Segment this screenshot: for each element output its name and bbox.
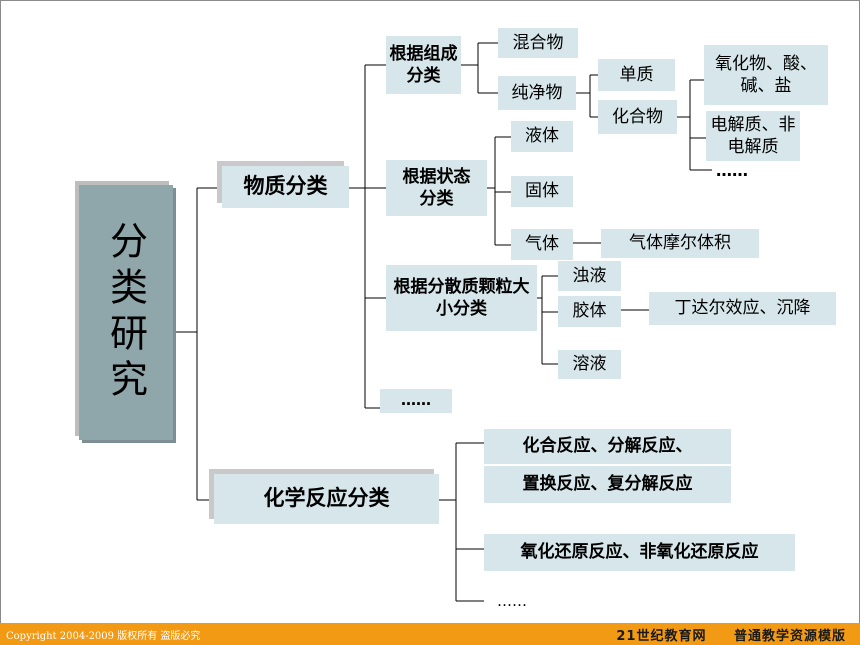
oxide-acid-base-salt-node: 氧化物、酸、碱、盐 [704, 45, 828, 105]
mixture-node: 混合物 [498, 28, 578, 58]
compound-more-text: …… [716, 161, 748, 180]
turbid-liquid-node: 浊液 [558, 261, 621, 291]
liquid-node: 液体 [511, 121, 573, 152]
matter-more-node: …… [380, 389, 452, 413]
pure-substance-node: 纯净物 [498, 76, 576, 110]
basic-reactions-line1-node: 化合反应、分解反应、 [484, 429, 731, 464]
electrolyte-node: 电解质、非电解质 [706, 111, 800, 161]
reaction-classification-node: 化学反应分类 [214, 474, 439, 524]
solid-node: 固体 [511, 176, 573, 207]
root-node: 分类研究 [79, 185, 173, 440]
by-particle-size-node: 根据分散质颗粒大小分类 [386, 265, 537, 331]
footer-bar: Copyright 2004-2009 版权所有 盗版必究 21世纪教育网 普通… [0, 623, 860, 645]
basic-reactions-line2-node: 置换反应、复分解反应 [484, 466, 731, 503]
site-name: 21世纪教育网 [616, 628, 707, 644]
compound-node: 化合物 [598, 100, 677, 134]
template-name: 普通教学资源模版 [733, 628, 846, 644]
gas-node: 气体 [511, 229, 573, 260]
by-state-node: 根据状态分类 [386, 160, 487, 216]
tyndall-effect-node: 丁达尔效应、沉降 [649, 292, 836, 325]
by-composition-node: 根据组成分类 [386, 36, 461, 94]
solution-node: 溶液 [558, 350, 621, 379]
matter-classification-node: 物质分类 [222, 166, 349, 208]
copyright-text: Copyright 2004-2009 版权所有 盗版必究 [6, 630, 201, 642]
colloid-node: 胶体 [558, 296, 621, 327]
gas-molar-volume-node: 气体摩尔体积 [601, 229, 759, 258]
redox-reactions-node: 氧化还原反应、非氧化还原反应 [484, 534, 795, 571]
footer-brand: 21世纪教育网 普通教学资源模版 [594, 625, 846, 644]
element-node: 单质 [598, 59, 675, 91]
reaction-more-text: …… [497, 592, 527, 610]
